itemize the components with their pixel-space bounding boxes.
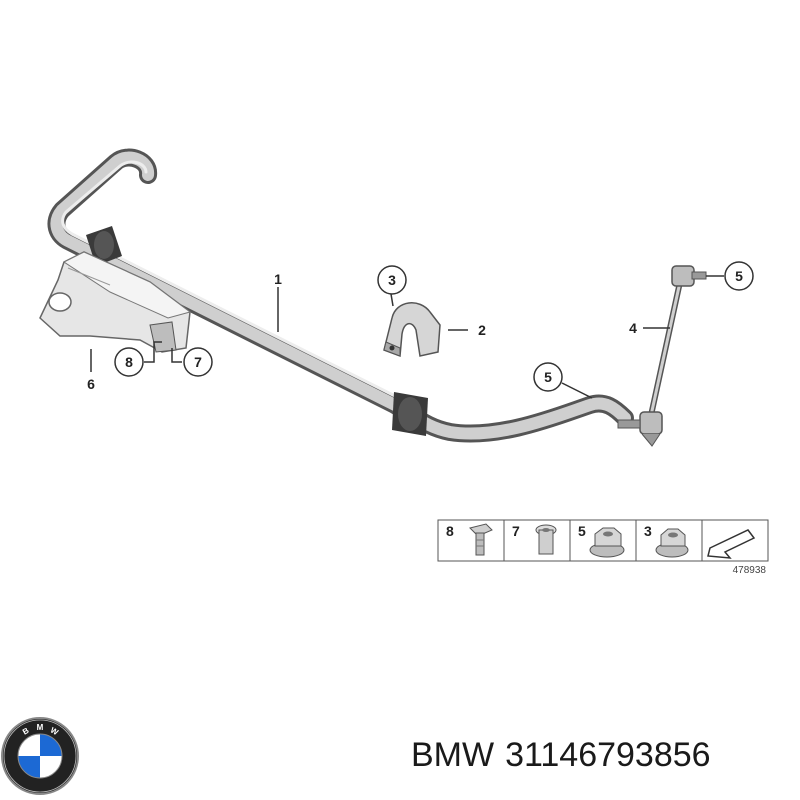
callout-2: 2 (478, 322, 486, 338)
stabilizer-link (617, 265, 707, 447)
svg-text:B: B (21, 726, 31, 737)
legend-flange-nut-5: 5 (578, 523, 625, 558)
svg-text:5: 5 (578, 523, 586, 539)
callout-8: 8 (114, 347, 144, 377)
bar-clamp (383, 302, 441, 358)
svg-text:W: W (49, 726, 60, 738)
part-caption: BMW 31146793856 (411, 736, 711, 775)
callout-6: 6 (87, 376, 95, 392)
svg-text:8: 8 (125, 354, 133, 370)
callout-5-link: 5 (724, 261, 754, 291)
bmw-logo: B M W (1, 717, 79, 795)
leader-lines (90, 275, 724, 399)
part-number: 31146793856 (505, 736, 711, 774)
callout-1: 1 (274, 271, 282, 287)
legend-bolt: 8 (446, 523, 493, 556)
svg-text:M: M (37, 723, 44, 732)
svg-text:3: 3 (388, 272, 396, 288)
callout-7: 7 (183, 347, 213, 377)
svg-text:5: 5 (735, 268, 743, 284)
bar-bushing-left (86, 226, 122, 266)
callout-5-bar: 5 (533, 362, 563, 392)
callout-3: 3 (377, 265, 407, 295)
svg-text:3: 3 (644, 523, 652, 539)
bar-bushing-right (392, 392, 428, 436)
stabilizer-bar (47, 148, 634, 443)
svg-text:7: 7 (512, 523, 520, 539)
legend-direction-arrow-icon (707, 529, 756, 559)
svg-text:1: 1 (274, 271, 282, 287)
svg-text:2: 2 (478, 322, 486, 338)
brand-name: BMW (411, 736, 495, 774)
mounting-bracket (39, 251, 192, 353)
legend-flange-nut-3: 3 (644, 523, 689, 558)
legend-sleeve: 7 (512, 523, 557, 555)
diagram-id: 478938 (733, 565, 767, 576)
fastener-legend: 8 7 5 3 478938 (437, 519, 769, 576)
svg-text:5: 5 (544, 369, 552, 385)
svg-text:8: 8 (446, 523, 454, 539)
svg-text:4: 4 (629, 320, 637, 336)
svg-text:6: 6 (87, 376, 95, 392)
svg-text:7: 7 (194, 354, 202, 370)
callout-4: 4 (629, 320, 637, 336)
